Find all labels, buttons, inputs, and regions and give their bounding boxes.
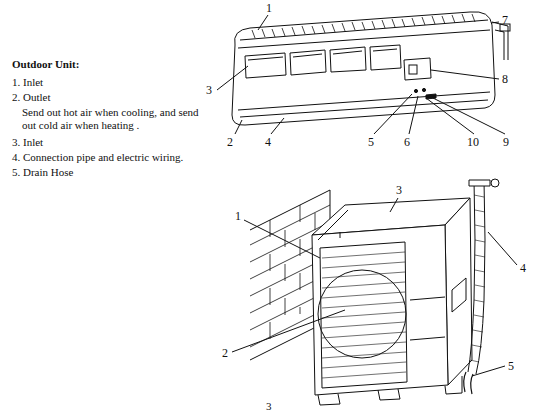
callout-number: 4 (520, 262, 526, 275)
callout-number: 1 (266, 2, 272, 15)
part-name: 2. Outlet (12, 91, 51, 104)
callout-number: 2 (222, 347, 228, 360)
part-description: Send out hot air when cooling, and send … (22, 106, 200, 132)
part-name: 3. Inlet (12, 136, 43, 149)
callout-number: 10 (467, 136, 479, 149)
callout-number: 3 (206, 84, 212, 97)
callout-number: 4 (265, 136, 271, 149)
callout-number: 2 (227, 136, 233, 149)
callout-number: 1 (235, 210, 241, 223)
callout-number: 7 (502, 14, 508, 27)
part-name: 4. Connection pipe and electric wiring. (12, 151, 183, 164)
list-heading: Outdoor Unit: (12, 58, 79, 71)
callout-number: 5 (368, 136, 374, 149)
part-name: 1. Inlet (12, 76, 43, 89)
part-name: 5. Drain Hose (12, 166, 73, 179)
callout-number: 3 (396, 184, 402, 197)
callout-number: 5 (508, 360, 514, 373)
callout-number: 6 (404, 136, 410, 149)
callout-number: 9 (503, 136, 509, 149)
callout-number: 8 (502, 73, 508, 86)
page-number: 3 (266, 400, 272, 413)
